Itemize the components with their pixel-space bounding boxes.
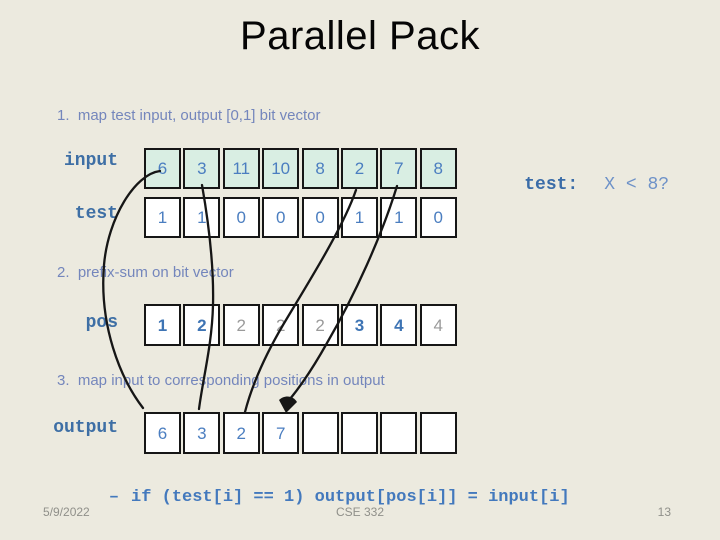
test-cell: 1 bbox=[144, 197, 181, 238]
slide-title: Parallel Pack bbox=[240, 14, 480, 58]
output-cell: 3 bbox=[183, 412, 221, 454]
pos-cell: 2 bbox=[183, 304, 221, 346]
code-bullet: – bbox=[108, 488, 120, 507]
test-cell: 0 bbox=[419, 197, 457, 238]
output-cell bbox=[340, 412, 378, 454]
pos-cell: 1 bbox=[144, 304, 181, 346]
input-cell: 10 bbox=[262, 148, 300, 189]
test-condition-expression: X < 8? bbox=[604, 175, 670, 195]
output-row-label: output bbox=[53, 418, 118, 438]
test-row: 1 1 0 0 0 1 1 0 bbox=[144, 197, 457, 238]
step-1-text: 1. map test input, output [0,1] bit vect… bbox=[57, 107, 321, 124]
input-cell: 3 bbox=[183, 148, 221, 189]
pos-row: 1 2 2 2 2 3 4 4 bbox=[144, 304, 457, 346]
output-cell: 7 bbox=[262, 412, 300, 454]
step-3-text: 3. map input to corresponding positions … bbox=[57, 372, 385, 389]
output-cell bbox=[380, 412, 418, 454]
footer: 5/9/2022 CSE 332 13 bbox=[0, 505, 720, 521]
test-cell: 1 bbox=[380, 197, 418, 238]
pos-cell: 4 bbox=[380, 304, 418, 346]
output-cell bbox=[301, 412, 339, 454]
input-cell: 11 bbox=[222, 148, 260, 189]
pos-cell: 4 bbox=[419, 304, 457, 346]
input-cell: 7 bbox=[380, 148, 418, 189]
step-2-text: 2. prefix-sum on bit vector bbox=[57, 264, 234, 281]
footer-page-number: 13 bbox=[657, 505, 671, 519]
test-cell: 0 bbox=[301, 197, 339, 238]
output-cell: 2 bbox=[222, 412, 260, 454]
input-cell: 8 bbox=[301, 148, 339, 189]
test-condition-caption: test: X < 8? bbox=[481, 155, 669, 215]
test-condition-label: test: bbox=[524, 175, 579, 195]
input-cell: 8 bbox=[419, 148, 457, 189]
footer-course: CSE 332 bbox=[335, 505, 385, 519]
test-cell: 0 bbox=[222, 197, 260, 238]
input-row-label: input bbox=[63, 151, 118, 171]
pos-cell: 2 bbox=[222, 304, 260, 346]
pos-row-label: pos bbox=[85, 313, 118, 333]
test-cell: 1 bbox=[183, 197, 221, 238]
test-row-label: test bbox=[74, 204, 118, 224]
output-cell bbox=[419, 412, 457, 454]
output-cell: 6 bbox=[144, 412, 181, 454]
pos-cell: 3 bbox=[340, 304, 378, 346]
code-text: if (test[i] == 1) output[pos[i]] = input… bbox=[131, 488, 570, 507]
pos-cell: 2 bbox=[262, 304, 300, 346]
input-cell: 2 bbox=[340, 148, 378, 189]
test-cell: 1 bbox=[340, 197, 378, 238]
input-cell: 6 bbox=[144, 148, 181, 189]
footer-date: 5/9/2022 bbox=[43, 505, 90, 519]
input-row: 6 3 11 10 8 2 7 8 bbox=[144, 148, 457, 189]
arrowhead-output3-icon bbox=[279, 396, 297, 413]
code-line: –if (test[i] == 1) output[pos[i]] = inpu… bbox=[68, 469, 570, 526]
pos-cell: 2 bbox=[301, 304, 339, 346]
test-cell: 0 bbox=[262, 197, 300, 238]
output-row: 6 3 2 7 bbox=[144, 412, 457, 454]
